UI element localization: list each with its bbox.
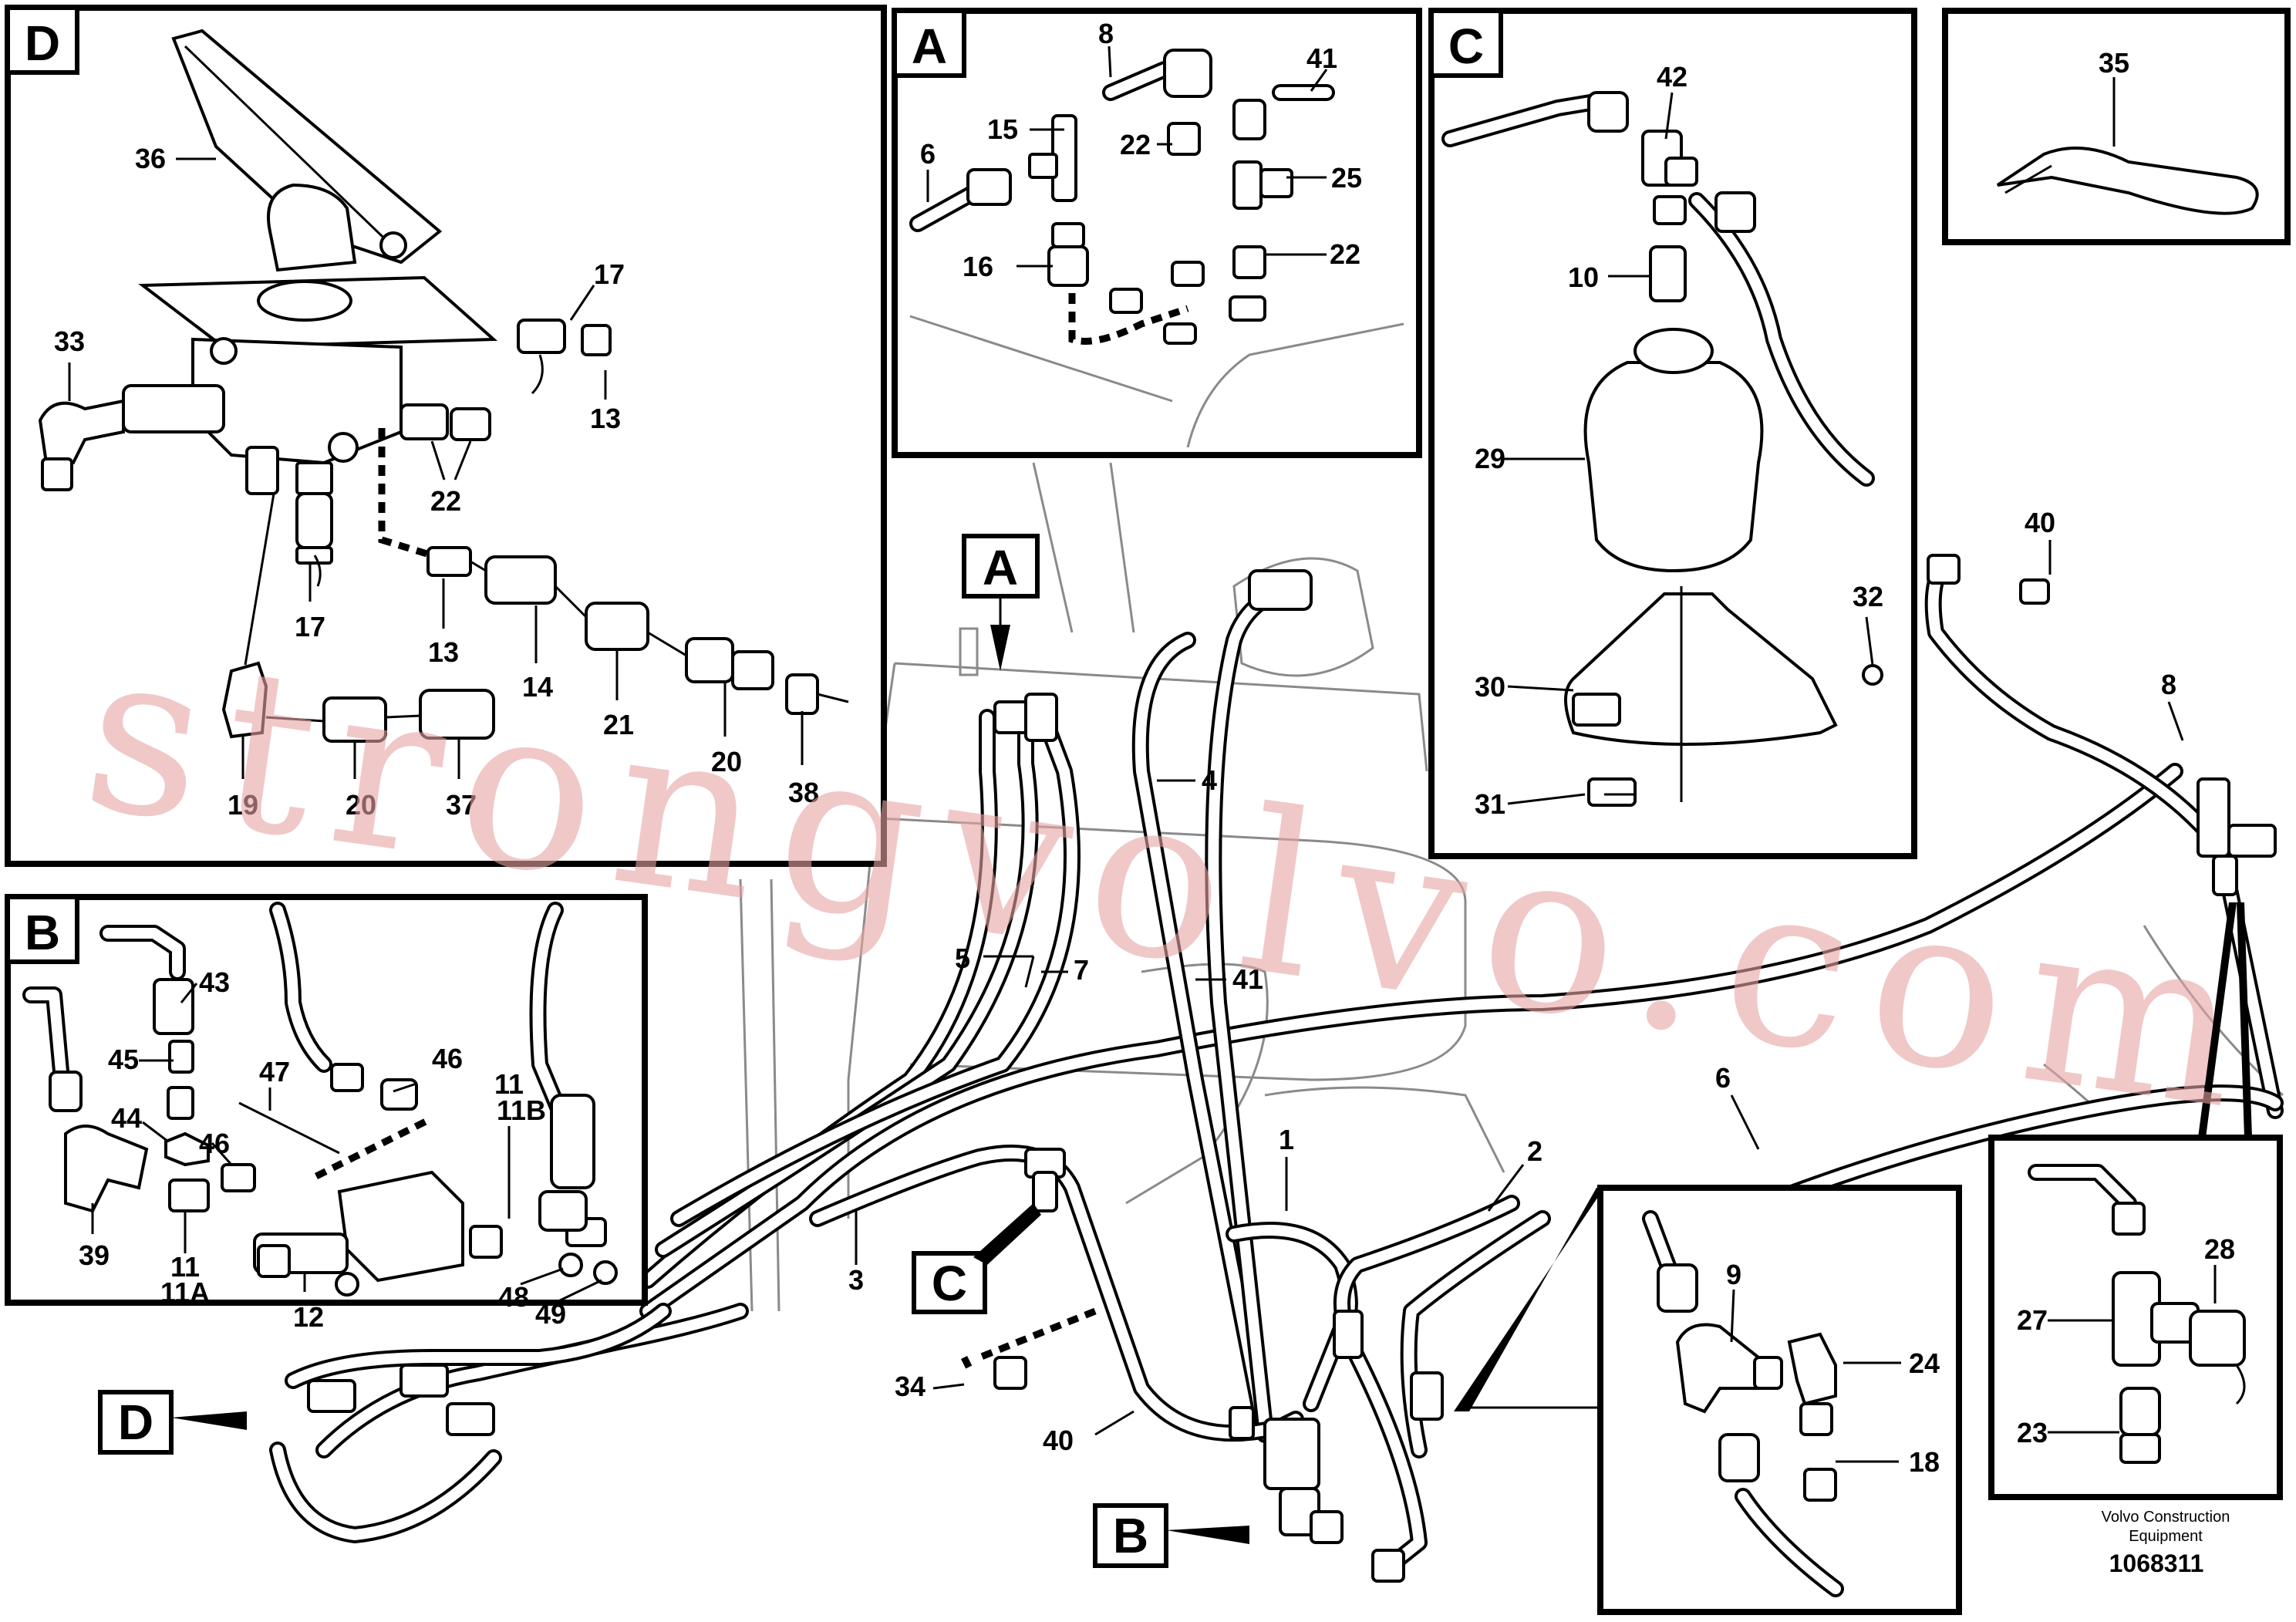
callout-20: 20: [711, 746, 742, 777]
callout-27: 27: [2017, 1304, 2048, 1336]
callout-37: 37: [446, 789, 477, 821]
callout-34: 34: [895, 1371, 925, 1402]
callout-46: 46: [432, 1043, 463, 1074]
callout-4: 4: [1202, 764, 1217, 796]
tee-inset-panel: 28 27 23: [1988, 902, 2283, 1500]
detail-a-tag: A: [912, 19, 947, 74]
callout-1: 1: [1279, 1124, 1294, 1155]
callout-42: 42: [1657, 61, 1687, 93]
callout-8: 7: [1074, 954, 1089, 986]
callout-28: 28: [2204, 1233, 2235, 1265]
detail-b-tag: B: [25, 905, 60, 960]
hose-bundle: [269, 555, 2284, 1582]
drawing-number: 1068311: [2109, 1549, 2204, 1577]
callout-49: 49: [535, 1298, 566, 1330]
detail-b-panel: B: [5, 894, 648, 1333]
callout-8-a: 8: [1098, 18, 1114, 49]
callout-26: 40: [2025, 507, 2055, 538]
callout-25: 25: [1331, 162, 1362, 194]
callout-6-a: 6: [920, 138, 936, 170]
callout-11b: 11B: [497, 1094, 546, 1126]
svg-text:B: B: [1113, 1508, 1148, 1563]
callout-7: 8: [2161, 669, 2176, 700]
footer-block: Volvo Construction Equipment 1068311: [2102, 1509, 2230, 1577]
callout-31: 31: [1475, 788, 1505, 820]
callout-14: 14: [522, 671, 553, 703]
callout-11a: 11A: [160, 1276, 210, 1308]
callout-35: 35: [2099, 47, 2129, 79]
callout-17: 17: [594, 258, 625, 290]
callout-39: 39: [79, 1239, 110, 1271]
detail-d-tag: D: [25, 15, 60, 71]
callout-40: 40: [1043, 1425, 1074, 1456]
callout-22: 22: [430, 485, 461, 517]
callout-46b: 46: [199, 1128, 230, 1159]
callout-17b: 17: [295, 611, 325, 642]
strap-panel: 35: [1942, 8, 2291, 245]
callout-19: 19: [228, 789, 258, 821]
main-callouts: 5 7 41 4 1 2 3 6 8 40 34 40: [848, 507, 2176, 1456]
callout-13b: 13: [428, 636, 459, 668]
callout-16: 16: [963, 251, 993, 282]
callout-15: 15: [987, 113, 1018, 145]
callout-36: 36: [135, 143, 166, 174]
callout-38: 38: [788, 777, 819, 808]
brand-line-1: Volvo Construction: [2102, 1509, 2230, 1526]
callout-12: 12: [293, 1301, 324, 1333]
callout-33: 33: [54, 325, 85, 357]
callout-21: 21: [603, 709, 634, 740]
tag-b-main: B: [1093, 1503, 1249, 1568]
callout-23: 23: [2017, 1417, 2048, 1448]
callout-44: 44: [111, 1102, 142, 1134]
callout-5: 6: [1715, 1062, 1731, 1094]
brand-line-2: Equipment: [2129, 1528, 2203, 1545]
callout-47: 47: [259, 1056, 290, 1088]
tag-a-main: A: [962, 534, 1040, 671]
elbow-inset-panel: 9 24 18: [1454, 1185, 1962, 1615]
main-fittings: [307, 554, 2277, 1583]
detail-c-panel: C 42 10 29 32 30 31: [1428, 8, 1917, 859]
callout-41: 41: [1232, 963, 1263, 995]
main-leaders: [855, 540, 2184, 1436]
callout-24: 24: [1909, 1347, 1940, 1379]
callout-43: 43: [199, 966, 230, 998]
callout-2: 2: [1527, 1135, 1542, 1167]
callout-32: 32: [1853, 581, 1883, 612]
svg-text:A: A: [983, 540, 1018, 595]
detail-a-panel: A 8 41 15 22 6: [892, 8, 1422, 458]
callout-30: 30: [1475, 671, 1505, 703]
callout-22-a2: 22: [1330, 238, 1360, 270]
detail-c-tag: C: [1448, 19, 1484, 74]
svg-text:D: D: [118, 1394, 153, 1450]
callout-48: 48: [498, 1281, 529, 1313]
callout-10: 10: [1568, 261, 1599, 293]
callout-29: 29: [1475, 443, 1505, 474]
callout-6: 5: [955, 943, 970, 974]
callout-11: 11: [494, 1068, 524, 1100]
callout-18: 18: [1909, 1446, 1940, 1478]
callout-11-lower: 11: [170, 1251, 200, 1283]
callout-45: 45: [108, 1044, 139, 1075]
svg-text:C: C: [932, 1256, 967, 1311]
callout-9: 9: [1726, 1259, 1741, 1290]
detail-d-panel: D: [5, 5, 887, 867]
tag-c-main: C: [912, 1203, 1041, 1314]
callout-13: 13: [590, 403, 621, 434]
callout-3: 3: [848, 1264, 864, 1296]
callout-41-a: 41: [1306, 42, 1337, 74]
callout-22-a: 22: [1120, 129, 1151, 160]
callout-20b: 20: [346, 789, 376, 821]
tag-d-main: D: [98, 1390, 247, 1455]
